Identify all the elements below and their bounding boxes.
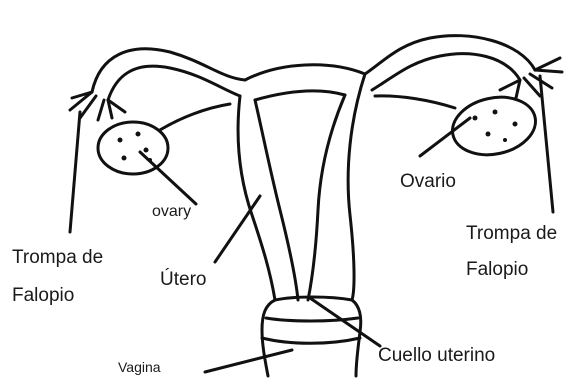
label-vagina: Vagina — [118, 360, 161, 374]
label-trompa-right-line1: Trompa de — [466, 224, 557, 243]
label-cuello: Cuello uterino — [378, 346, 495, 365]
leader-trompa-left — [70, 112, 80, 232]
leader-vagina — [205, 350, 292, 372]
label-trompa-left-line2: Falopio — [12, 286, 74, 305]
vagina-canal — [262, 338, 360, 343]
leader-ovario-right — [420, 118, 470, 156]
left-ovary — [98, 122, 168, 174]
leader-utero — [215, 196, 260, 262]
leader-ovary-left — [140, 152, 196, 204]
label-ovario-right: Ovario — [400, 172, 456, 191]
label-trompa-left-line1: Trompa de — [12, 248, 103, 267]
label-ovary-left: ovary — [152, 204, 191, 220]
label-utero: Útero — [160, 270, 206, 289]
label-trompa-right-line2: Falopio — [466, 260, 528, 279]
uterus-body — [245, 65, 365, 300]
leader-trompa-right — [540, 76, 553, 212]
